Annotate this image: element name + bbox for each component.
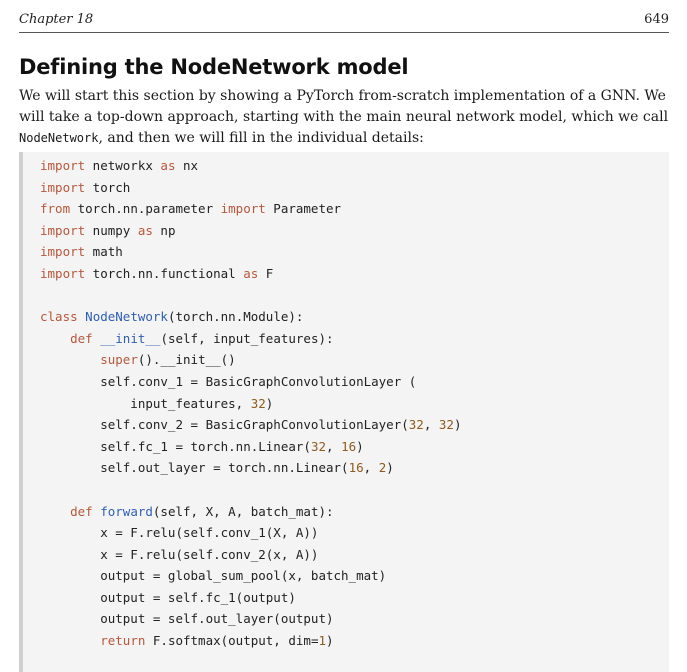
code-token: super (100, 352, 138, 368)
paragraph-text-end: , and then we will fill in the individua… (98, 130, 424, 146)
code-token: def (70, 503, 93, 519)
code-token: import (40, 158, 86, 173)
code-line: class NodeNetwork(torch.nn.Module): (40, 306, 461, 328)
code-token: 32 (310, 438, 326, 454)
code-token: , (326, 438, 342, 454)
code-line: x = F.relu(self.conv_2(x, A)) (40, 544, 461, 566)
code-token: output = self.out_layer(output) (40, 611, 334, 627)
code-line (40, 285, 461, 307)
code-token: ) (356, 438, 364, 454)
code-token: import (40, 265, 86, 281)
code-token: input_features, (40, 395, 251, 411)
code-line: def forward(self, X, A, batch_mat): (40, 501, 461, 523)
code-token: self.fc_1 = torch.nn.Linear( (40, 438, 311, 454)
code-token (40, 504, 70, 519)
code-line: import torch.nn.functional as F (40, 263, 461, 285)
code-line: self.out_layer = torch.nn.Linear(16, 2) (40, 457, 461, 479)
code-line: import math (40, 241, 461, 263)
code-token: 2 (378, 460, 387, 476)
code-line: return F.softmax(output, dim=1) (40, 630, 461, 652)
code-line: import numpy as np (40, 220, 461, 242)
code-token: np (152, 222, 176, 238)
code-token: F (258, 265, 274, 281)
code-token: __init__ (100, 330, 161, 346)
code-token: 32 (250, 395, 266, 411)
code-token: , (423, 417, 439, 433)
code-token: torch (85, 179, 131, 195)
code-line (40, 479, 461, 501)
code-line: output = self.fc_1(output) (40, 587, 461, 609)
code-token: (self, X, A, batch_mat): (152, 503, 334, 519)
code-token (40, 633, 100, 648)
code-token: x = F.relu(self.conv_1(X, A)) (40, 525, 319, 541)
code-token (40, 352, 100, 367)
code-token: import (40, 179, 86, 195)
code-token: math (85, 244, 123, 260)
code-token: ) (386, 460, 394, 476)
code-token: self.out_layer = torch.nn.Linear( (40, 460, 349, 476)
code-token: import (40, 244, 86, 260)
code-line: output = global_sum_pool(x, batch_mat) (40, 565, 461, 587)
code-token: self.conv_1 = BasicGraphConvolutionLayer… (40, 373, 417, 389)
section-title: Defining the NodeNetwork model (19, 55, 409, 79)
code-line: self.conv_2 = BasicGraphConvolutionLayer… (40, 414, 461, 436)
code-line: self.conv_1 = BasicGraphConvolutionLayer… (40, 371, 461, 393)
code-token: 32 (438, 417, 454, 433)
paragraph-text-start: We will start this section by showing a … (19, 88, 669, 125)
code-line: import torch (40, 177, 461, 199)
code-token: as (160, 158, 176, 173)
code-token: F.softmax(output, dim= (145, 633, 319, 649)
page-number: 649 (644, 12, 669, 27)
chapter-label: Chapter 18 (19, 12, 94, 27)
code-token: , (363, 460, 379, 476)
code-token: class (40, 309, 78, 325)
code-token: ) (265, 395, 274, 411)
code-token: self.conv_2 = BasicGraphConvolutionLayer… (40, 417, 409, 433)
code-token: x = F.relu(self.conv_2(x, A)) (40, 546, 319, 562)
code-token: ) (453, 417, 462, 433)
code-token: (torch.nn.Module): (167, 309, 304, 325)
code-line: def __init__(self, input_features): (40, 328, 461, 350)
code-line: input_features, 32) (40, 393, 461, 415)
code-token (40, 331, 70, 346)
code-line: import networkx as nx (40, 155, 461, 177)
code-token: from (40, 201, 71, 217)
code-token: import (220, 201, 266, 217)
code-token: ) (326, 633, 334, 649)
code-token: 32 (408, 417, 424, 433)
code-token: output = global_sum_pool(x, batch_mat) (40, 568, 387, 584)
inline-code-nodenetwork: NodeNetwork (19, 131, 99, 145)
running-header: Chapter 18 649 (19, 10, 669, 33)
code-token: return (100, 633, 146, 649)
code-line: x = F.relu(self.conv_1(X, A)) (40, 522, 461, 544)
code-token: numpy (85, 222, 138, 238)
code-token: NodeNetwork (85, 309, 168, 325)
code-line: from torch.nn.parameter import Parameter (40, 198, 461, 220)
code-token: 16 (348, 460, 364, 476)
code-token: (self, input_features): (160, 330, 334, 346)
code-token: Parameter (265, 201, 342, 217)
code-token: forward (100, 503, 153, 519)
code-token: 16 (341, 438, 357, 454)
code-token: networkx (85, 158, 161, 173)
code-token: 1 (318, 633, 326, 649)
code-token: as (137, 222, 153, 238)
code-token: ().__init__() (137, 352, 236, 368)
code-line: output = self.out_layer(output) (40, 608, 461, 630)
code-token: nx (175, 158, 199, 173)
code-line: self.fc_1 = torch.nn.Linear(32, 16) (40, 436, 461, 458)
code-token: import (40, 222, 86, 238)
code-token: torch.nn.parameter (70, 201, 221, 217)
code-token: def (70, 330, 93, 346)
code-token: as (243, 265, 259, 281)
code-token: torch.nn.functional (85, 265, 244, 281)
code-token: output = self.fc_1(output) (40, 589, 296, 605)
intro-paragraph: We will start this section by showing a … (19, 86, 671, 149)
code-line: super().__init__() (40, 349, 461, 371)
